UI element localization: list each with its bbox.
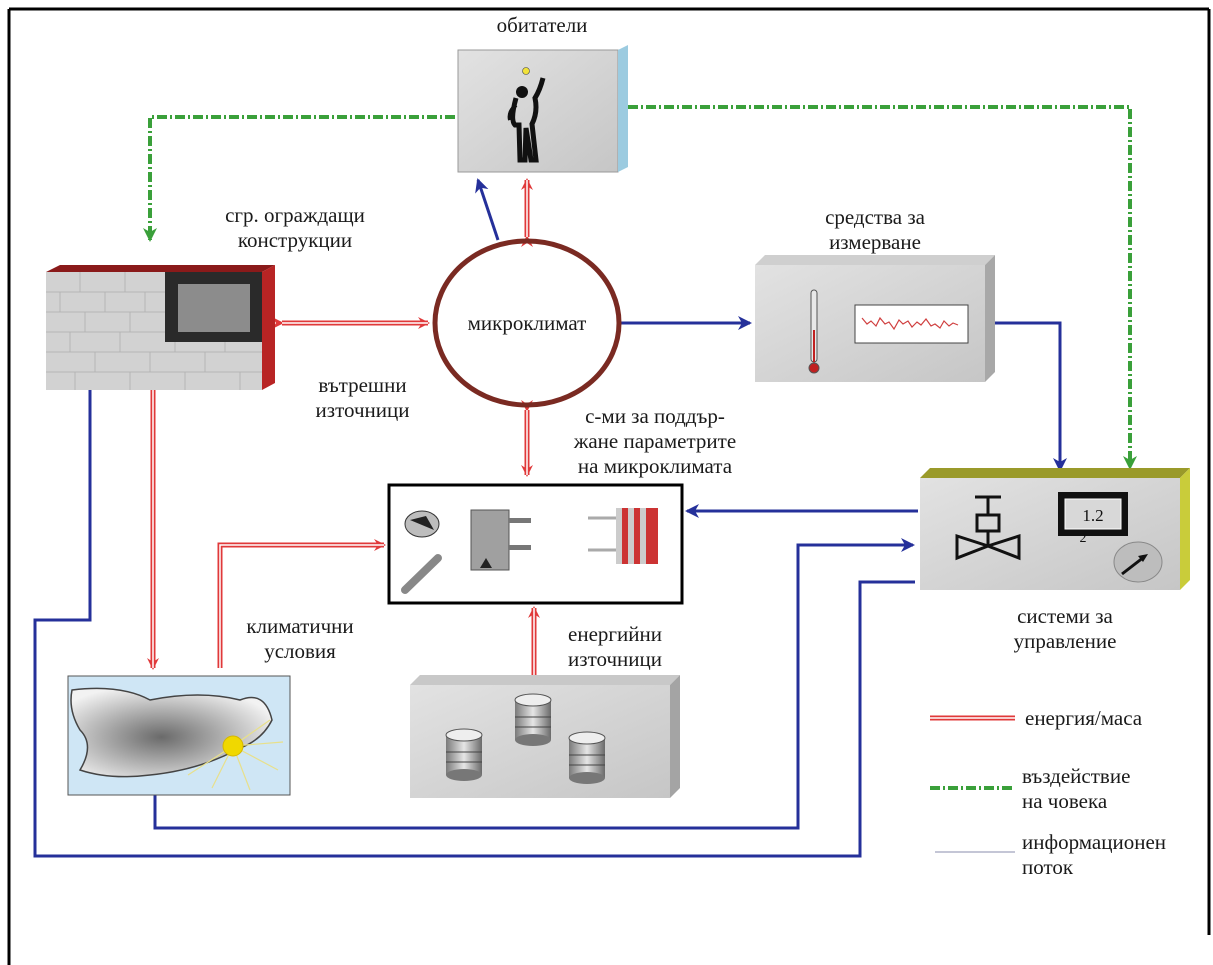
control-systems-line1: системи за: [1017, 604, 1113, 628]
legend-human-line1: въздействие: [1022, 764, 1131, 788]
energy-sources-label: енергийни източници: [540, 622, 690, 672]
human-impact-lines: [143, 105, 1137, 470]
microclimate-ring: [432, 238, 622, 408]
support-systems-line3: на микроклимата: [577, 454, 733, 478]
support-systems-line2: жане параметрите: [573, 429, 737, 453]
control-systems-line2: управление: [1013, 629, 1117, 653]
climate-label-line1: климатични: [246, 614, 354, 638]
climate-label-line2: условия: [264, 639, 336, 663]
envelope-label: сгр. ограждащи конструкции: [150, 203, 440, 253]
storage-tank-icon: [514, 693, 552, 746]
internal-sources-line2: източници: [315, 398, 410, 422]
energy-sources-line2: източници: [568, 647, 662, 671]
occupants-label: обитатели: [496, 13, 588, 37]
control-systems-label: системи за управление: [990, 604, 1140, 654]
envelope-label-line2: конструкции: [237, 228, 353, 252]
legend-info-line1: информационен: [1022, 830, 1167, 854]
support-systems-line1: с-ми за поддър-: [585, 404, 725, 428]
information-lines: [33, 178, 1067, 858]
display-icon: 1.2 2: [1058, 492, 1128, 546]
envelope-wall: [46, 265, 275, 390]
storage-tank-icon: [445, 728, 483, 781]
envelope-label-line1: сгр. ограждащи: [225, 203, 365, 227]
energy-lines: [147, 178, 540, 685]
support-systems-label: с-ми за поддър- жане параметрите на микр…: [545, 404, 765, 479]
display-value: 1.2: [1082, 506, 1103, 525]
legend-energy-label: енергия/маса: [1025, 706, 1143, 730]
internal-sources-line1: вътрешни: [318, 373, 407, 397]
device-icon: [470, 509, 531, 571]
dial-icon: [1113, 541, 1163, 583]
climate-label: климатични условия: [225, 614, 375, 664]
display-sub: 2: [1080, 531, 1087, 546]
control-systems-box: 1.2 2: [920, 468, 1190, 590]
legend-human-label: въздействие на човека: [1022, 764, 1130, 814]
legend-info-line2: поток: [1022, 855, 1074, 879]
chart-recorder-icon: [854, 304, 969, 344]
thermometer-icon: [808, 289, 820, 374]
microclimate-label: микроклимат: [467, 311, 587, 335]
sun-icon: [187, 719, 284, 791]
storage-tank-icon: [568, 731, 606, 784]
energy-sources-line1: енергийни: [568, 622, 662, 646]
gauge-icon: [404, 510, 440, 538]
internal-sources-label: вътрешни източници: [295, 373, 430, 423]
pipe-icon: [401, 554, 442, 594]
measurement-label-line1: средства за: [825, 205, 925, 229]
climate-box: [67, 675, 291, 796]
radiator-icon: [588, 508, 658, 564]
support-systems-box: [387, 483, 684, 605]
occupants-box: [457, 45, 628, 173]
person-icon: [507, 67, 546, 163]
measurement-label: средства за измерване: [760, 205, 990, 255]
measurement-box: [755, 255, 995, 382]
valve-icon: [955, 495, 1021, 561]
measurement-label-line2: измерване: [829, 230, 921, 254]
legend-info-label: информационен поток: [1022, 830, 1166, 880]
legend-human-line2: на човека: [1022, 789, 1108, 813]
legend-swatches: [930, 715, 1015, 853]
energy-sources-box: [410, 675, 680, 798]
